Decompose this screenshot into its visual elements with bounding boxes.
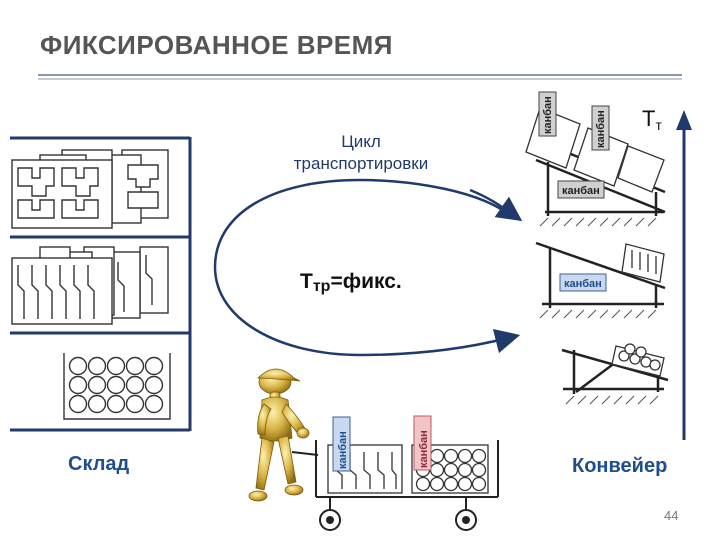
takt-symbol: Т	[642, 106, 656, 131]
kanban-text-rack-1c: канбан	[562, 185, 600, 197]
warehouse-shelving	[10, 136, 192, 432]
takt-subscript: т	[655, 117, 662, 133]
kanban-labels: канбан канбан канбан канбан канбан канба…	[337, 96, 607, 469]
shelf-1-parts	[11, 149, 169, 229]
cart-part-circle	[457, 448, 473, 464]
kanban-card-rack-1c	[557, 180, 605, 199]
stored-part-circle	[68, 375, 88, 395]
cart-part-circle	[443, 476, 459, 492]
transport-time-formula: Ттр=фикс.	[300, 270, 402, 295]
cart-part-circle	[471, 462, 487, 478]
formula-value: =фикс.	[330, 270, 402, 293]
kanban-text-rack-1a: канбан	[542, 96, 554, 134]
transport-cycle-label: Цикл транспортировки	[276, 131, 446, 175]
stored-part-circle	[68, 356, 88, 376]
kanban-text-rack-1b: канбан	[595, 110, 607, 148]
stored-part-circle	[144, 375, 164, 395]
stored-part-circle	[125, 394, 145, 414]
cart-part-circle	[471, 448, 487, 464]
stored-part-circle	[144, 356, 164, 376]
flow-rack-2	[535, 241, 666, 308]
page-title: ФИКСИРОВАННОЕ ВРЕМЯ	[40, 30, 393, 60]
shelf-3-parts	[63, 353, 171, 420]
transport-cycle-loop	[213, 178, 523, 357]
kanban-text-rack-2: канбан	[564, 278, 602, 290]
rack-2-bins	[621, 243, 665, 283]
cart-part-circle	[457, 462, 473, 478]
kanban-card-cart-blue	[332, 416, 351, 472]
cart-part-circle	[457, 476, 473, 492]
worker-figure	[248, 368, 310, 502]
kanban-card-cart-pink	[413, 415, 432, 471]
cart-part-circle	[443, 462, 459, 478]
kanban-text-cart-blue: канбан	[337, 431, 349, 469]
kanban-text-cart-pink: канбан	[418, 430, 430, 468]
cart-part-circle	[471, 476, 487, 492]
stored-part-circle	[87, 375, 107, 395]
stored-part-circle	[106, 394, 126, 414]
cycle-label-line-2: транспортировки	[293, 154, 429, 173]
stored-part-circle	[87, 356, 107, 376]
stored-part-circle	[125, 356, 145, 376]
cycle-label-line-1: Цикл	[341, 132, 381, 151]
cart-part-circle	[443, 448, 459, 464]
stored-part-circle	[125, 375, 145, 395]
stored-part-circle	[144, 394, 164, 414]
cart-part-circle	[429, 462, 445, 478]
page-number: 44	[664, 508, 679, 523]
transport-cart	[291, 440, 499, 498]
takt-arrow	[676, 110, 692, 440]
kanban-card-rack-1a	[538, 91, 557, 137]
header-rule	[38, 74, 682, 80]
stored-part-circle	[87, 394, 107, 414]
cart-bin-right	[411, 444, 489, 494]
kanban-card-rack-1b	[591, 105, 610, 151]
formula-subscript: тр	[312, 278, 331, 295]
kanban-card-rack-2	[559, 273, 607, 292]
rack-3-bins	[611, 343, 665, 377]
stored-part-circle	[68, 394, 88, 414]
cart-part-circle	[429, 448, 445, 464]
cart-wheels	[319, 497, 477, 531]
shelf-2-parts	[11, 246, 169, 325]
takt-time-label: Тт	[642, 106, 662, 133]
cart-part-circle	[429, 476, 445, 492]
stored-part-circle	[106, 356, 126, 376]
stored-part-circle	[106, 375, 126, 395]
conveyor-label: Конвейер	[572, 455, 668, 477]
warehouse-label: Склад	[68, 453, 130, 475]
formula-symbol: Т	[300, 270, 313, 293]
floor-hatching	[539, 217, 659, 405]
cart-part-circle	[415, 476, 431, 492]
